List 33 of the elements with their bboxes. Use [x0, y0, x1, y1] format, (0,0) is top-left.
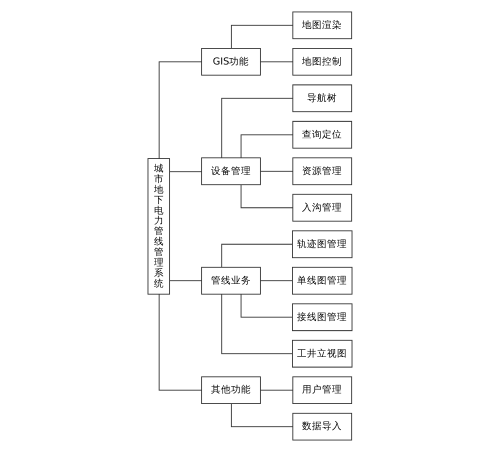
connector	[169, 171, 202, 172]
node-box: 导航树	[292, 84, 352, 112]
node-box: 资源管理	[292, 157, 352, 186]
connector	[221, 294, 293, 354]
connector	[158, 294, 202, 391]
connector	[240, 184, 294, 208]
node-box: 城市地下电力管线管理系统	[148, 158, 170, 295]
node-box: 单线图管理	[292, 266, 352, 295]
connector	[221, 98, 294, 158]
node-box: 轨迹图管理	[292, 230, 352, 258]
connector	[260, 390, 294, 391]
connector	[240, 134, 294, 158]
node-box: 设备管理	[201, 157, 261, 186]
node-box: 其他功能	[201, 376, 261, 404]
node-box: 工井立视图	[292, 340, 352, 368]
connector	[158, 61, 202, 159]
node-box: 地图渲染	[292, 11, 352, 40]
node-box: GIS功能	[201, 48, 261, 76]
node-box: 管线业务	[201, 266, 261, 295]
connector	[240, 294, 293, 318]
connector	[260, 61, 294, 62]
node-box: 接线图管理	[292, 303, 352, 332]
node-box: 入沟管理	[292, 194, 352, 222]
connector	[260, 170, 294, 172]
node-box: 查询定位	[292, 120, 352, 149]
node-box: 数据导入	[292, 412, 352, 441]
node-box: 用户管理	[292, 376, 352, 404]
connector	[230, 24, 294, 49]
connector	[169, 280, 202, 282]
node-box: 地图控制	[292, 48, 352, 76]
connector	[260, 280, 293, 282]
connector	[230, 403, 294, 428]
connector	[221, 244, 293, 268]
